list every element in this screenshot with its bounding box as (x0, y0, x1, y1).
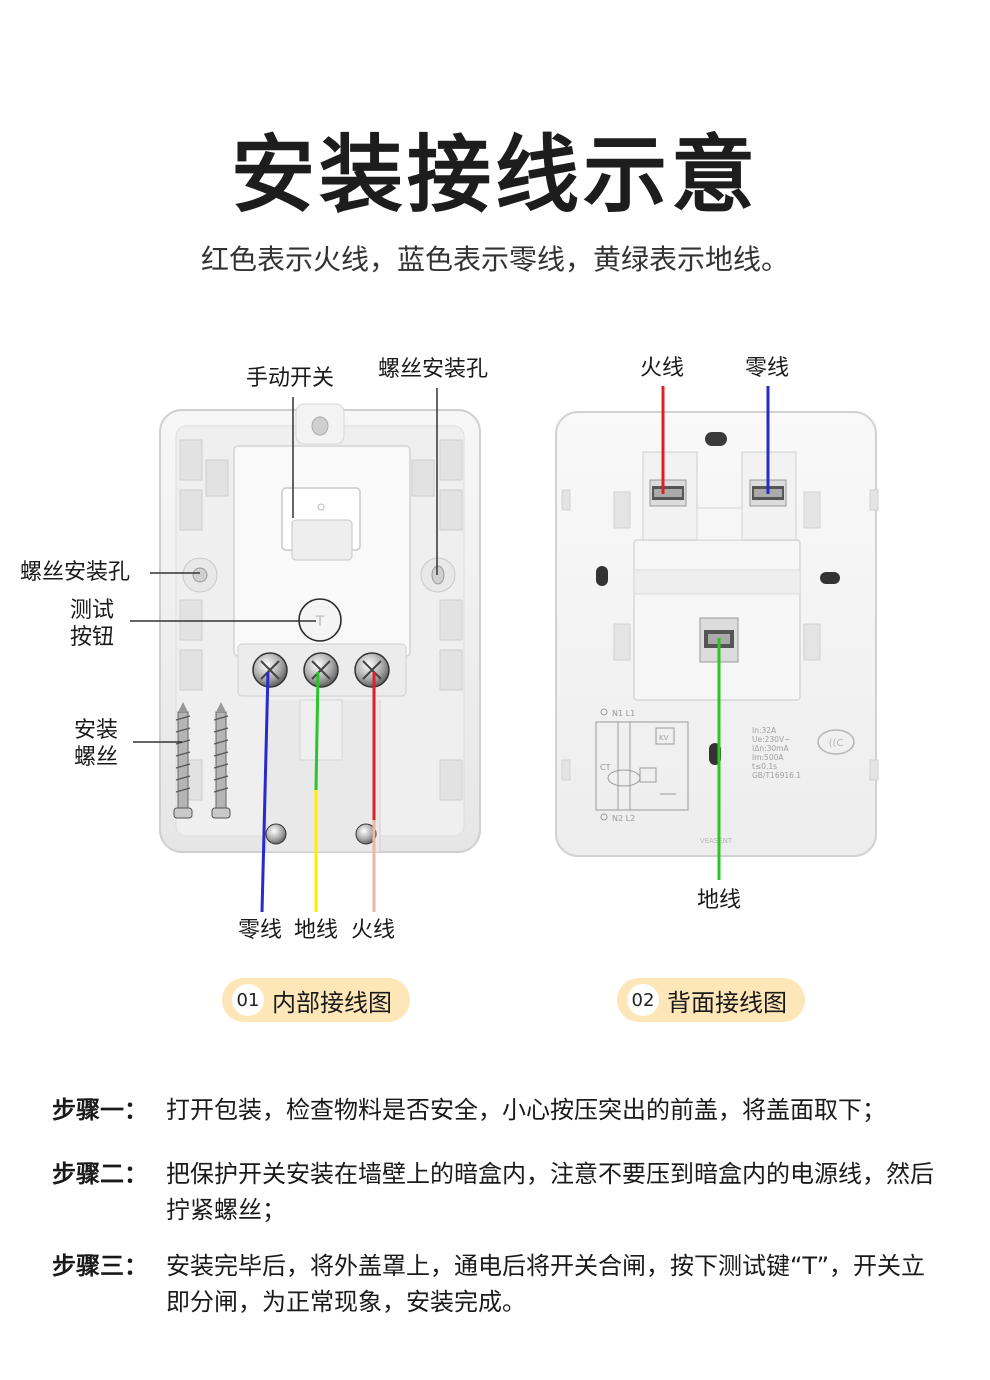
print-spec1: In:32A (752, 726, 777, 735)
terminal-screws (252, 652, 390, 688)
label-front-neutral: 零线 (238, 918, 283, 943)
print-spec2: Ue:230V~ (752, 735, 790, 744)
svg-text:T: T (315, 614, 325, 630)
circuit-schematic (595, 721, 689, 811)
caption-back: 02 背面接线图 (617, 978, 805, 1022)
caption-back-text: 背面接线图 (667, 988, 787, 1017)
label-front-ground: 地线 (294, 918, 339, 943)
print-spec5: t≤0.1s (752, 762, 777, 771)
label-screws-2: 螺丝 (74, 745, 119, 770)
print-n1l1: N1 L1 (612, 709, 635, 718)
label-screw-hole-left: 螺丝安装孔 (20, 560, 131, 585)
label-back-ground: 地线 (697, 888, 742, 913)
print-ct: CT (600, 763, 611, 772)
caption-front-text: 内部接线图 (272, 988, 392, 1017)
label-back-live: 火线 (640, 356, 685, 381)
test-button (298, 598, 342, 642)
step-3: 步骤三： 安装完毕后，将外盖罩上，通电后将开关合闸，按下测试键“T”，开关立即分… (52, 1248, 952, 1320)
print-kv: KV (659, 734, 669, 742)
label-manual-switch: 手动开关 (246, 366, 335, 391)
step-2: 步骤二： 把保护开关安装在墙壁上的暗盒内，注意不要压到暗盒内的电源线，然后拧紧螺… (52, 1156, 952, 1228)
step-1-key: 步骤一： (52, 1096, 148, 1124)
step-1: 步骤一： 打开包装，检查物料是否安全，小心按压突出的前盖，将盖面取下； (52, 1092, 952, 1128)
print-spec3: IΔn:30mA (752, 744, 789, 753)
label-test-button-1: 测试 (70, 598, 115, 623)
ccc-mark-icon (817, 729, 855, 755)
step-2-text: 把保护开关安装在墙壁上的暗盒内，注意不要压到暗盒内的电源线，然后拧紧螺丝； (166, 1160, 934, 1224)
label-back-neutral: 零线 (745, 356, 790, 381)
page-title: 安装接线示意 (230, 126, 759, 224)
caption-back-number: 02 (627, 984, 659, 1016)
caption-front-number: 01 (232, 984, 264, 1016)
mounting-screws (173, 702, 231, 819)
ground-wire-green (314, 671, 320, 791)
back-device-illustration: N1 L1 N2 L2 CT KV In:32A Ue:230V~ IΔn:30… (555, 411, 879, 857)
label-test-button-2: 按钮 (70, 625, 115, 650)
label-screws-1: 安装 (74, 718, 119, 743)
print-spec6: GB/T16916.1 (752, 771, 801, 780)
step-3-text: 安装完毕后，将外盖罩上，通电后将开关合闸，按下测试键“T”，开关立即分闸，为正常… (166, 1252, 925, 1316)
page-subtitle: 红色表示火线，蓝色表示零线，黄绿表示地线。 (200, 243, 789, 276)
svg-text:((C: ((C (829, 738, 844, 749)
print-n2l2: N2 L2 (612, 814, 635, 823)
step-2-key: 步骤二： (52, 1160, 148, 1188)
label-screw-hole-top: 螺丝安装孔 (378, 357, 489, 382)
print-brand: VEASENT (700, 837, 733, 845)
label-front-live: 火线 (351, 918, 396, 943)
step-1-text: 打开包装，检查物料是否安全，小心按压突出的前盖，将盖面取下； (166, 1096, 886, 1124)
print-spec4: Im:500A (752, 753, 784, 762)
caption-front: 01 内部接线图 (222, 978, 410, 1022)
front-device-illustration: T (159, 403, 481, 853)
step-3-key: 步骤三： (52, 1252, 148, 1280)
neutral-wire (260, 671, 270, 913)
